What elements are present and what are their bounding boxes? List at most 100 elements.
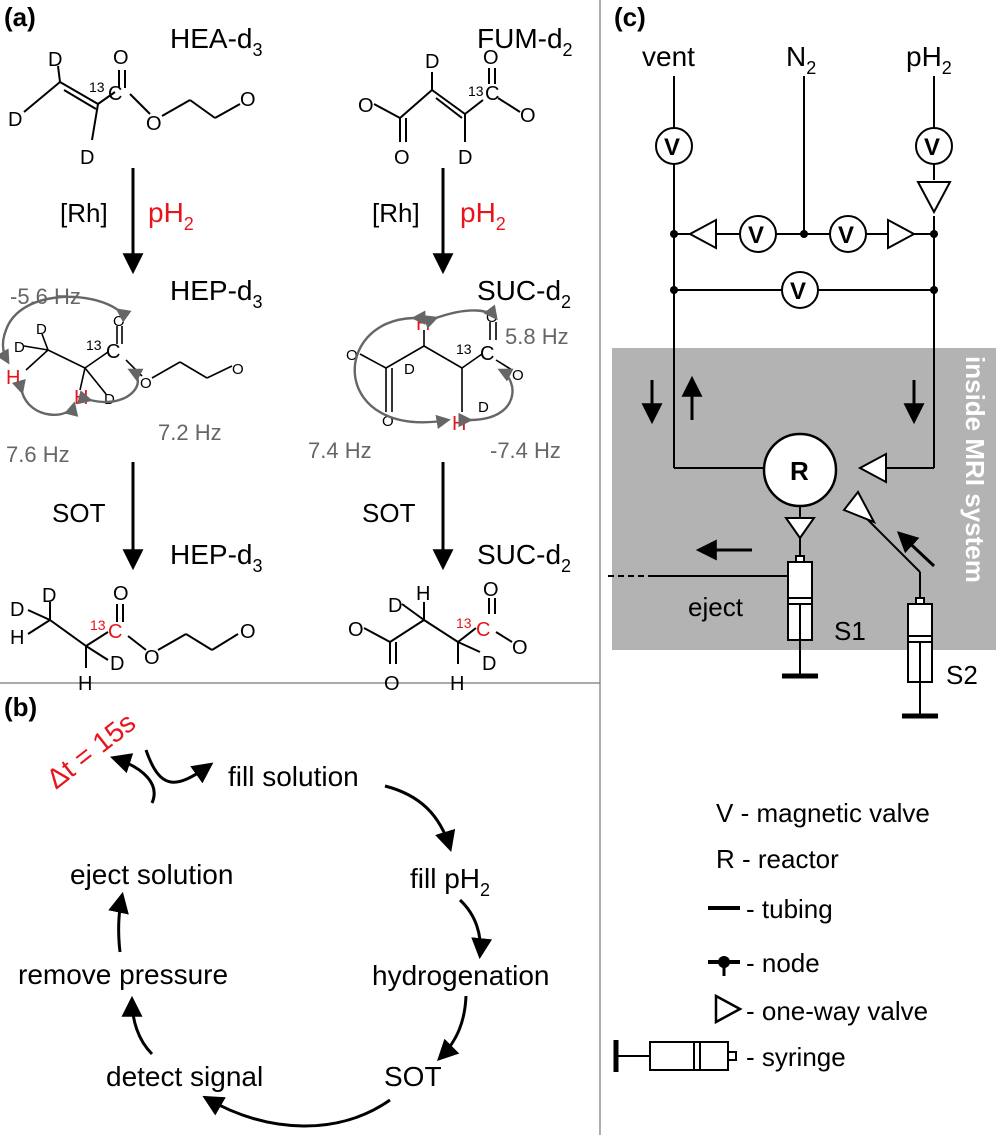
syringe-s1: [782, 555, 818, 679]
gas-vent-label: vent: [642, 41, 695, 72]
hep-intermediate-atoms: D D D H H 13 C O O O: [6, 313, 244, 409]
hea-label: HEA-d3: [170, 23, 262, 60]
svg-text:O: O: [483, 47, 499, 69]
svg-text:O: O: [384, 673, 400, 695]
mri-label: inside MRI system: [960, 356, 990, 583]
svg-text:O: O: [348, 619, 364, 641]
svg-text:D: D: [478, 399, 489, 416]
reagent-right: pH2: [460, 197, 506, 234]
gas-ph2-label: pH2: [906, 41, 952, 78]
legend: V - magnetic valve R - reactor - tubing …: [613, 798, 930, 1072]
svg-text:O: O: [113, 47, 129, 69]
svg-text:D: D: [36, 321, 47, 338]
suc-coupling-arrows: [353, 304, 514, 430]
cycle-arrows: [108, 749, 493, 1128]
svg-text:V: V: [790, 278, 806, 305]
suc-product-structure: [363, 598, 513, 664]
hep-coupling-arrows: [0, 295, 144, 417]
step-detect-signal: detect signal: [106, 1061, 263, 1092]
eject-label: eject: [688, 592, 744, 622]
hep-product-atoms: D D H D H 13 C O O O: [10, 583, 256, 695]
svg-text:O: O: [520, 105, 536, 127]
hep-coupling-3: 7.6 Hz: [6, 442, 70, 467]
svg-text:H: H: [10, 627, 24, 649]
svg-text:D: D: [48, 49, 62, 71]
panel-c-label: (c): [614, 2, 646, 32]
svg-text:13: 13: [86, 337, 102, 353]
suc-coupling-1: 5.8 Hz: [505, 324, 569, 349]
svg-text:H: H: [74, 387, 88, 409]
svg-text:D: D: [14, 339, 25, 356]
svg-text:O: O: [146, 113, 162, 135]
hep-coupling-2: 7.2 Hz: [158, 420, 222, 445]
svg-text:C: C: [480, 343, 494, 365]
hep-product-structure: [27, 602, 239, 668]
legend-reactor: R - reactor: [716, 844, 839, 874]
svg-text:O: O: [232, 361, 244, 378]
legend-syringe-icon: [613, 1040, 737, 1072]
one-way-valves: [687, 181, 952, 540]
magnetic-valves: V V V V V: [655, 127, 953, 309]
svg-text:D: D: [110, 653, 124, 675]
reagent-left: pH2: [148, 197, 194, 234]
hep-label-2: HEP-d3: [170, 539, 262, 576]
panel-c: (c) inside MRI system vent N2 pH2: [608, 2, 996, 1072]
tubing-nodes: [670, 230, 938, 294]
legend-one-way-valve: - one-way valve: [746, 996, 928, 1026]
step-fill-solution: fill solution: [228, 761, 359, 792]
svg-text:H: H: [78, 673, 92, 695]
svg-text:O: O: [358, 95, 374, 117]
fum-structure: [373, 68, 521, 142]
svg-text:D: D: [404, 361, 415, 378]
svg-text:13: 13: [456, 615, 472, 631]
svg-text:C: C: [485, 83, 499, 105]
step-remove-pressure: remove pressure: [18, 959, 228, 990]
gas-n2-label: N2: [786, 41, 816, 78]
panel-b: (b) Δt = 15s fill solution fill pH2 hydr…: [4, 692, 549, 1128]
svg-text:H: H: [450, 673, 464, 695]
svg-text:O: O: [382, 413, 394, 430]
svg-text:O: O: [394, 147, 410, 169]
svg-text:O: O: [240, 621, 256, 643]
svg-text:D: D: [482, 653, 496, 675]
s1-label: S1: [834, 616, 866, 646]
svg-text:V: V: [838, 222, 854, 249]
hea-structure: [23, 65, 241, 141]
fum-label: FUM-d2: [477, 23, 573, 60]
svg-text:D: D: [458, 147, 472, 169]
svg-text:D: D: [10, 599, 24, 621]
suc-coupling-3: -7.4 Hz: [490, 438, 561, 463]
flow-arrows: [641, 375, 936, 568]
svg-text:V: V: [924, 134, 940, 161]
svg-text:H: H: [416, 313, 430, 335]
svg-text:D: D: [425, 51, 439, 73]
svg-text:13: 13: [90, 617, 106, 633]
svg-text:D: D: [388, 595, 402, 617]
step-hydrogenation: hydrogenation: [372, 960, 549, 991]
svg-text:D: D: [42, 585, 56, 607]
svg-text:O: O: [144, 647, 160, 669]
step-eject-solution: eject solution: [70, 859, 233, 890]
svg-text:C: C: [476, 619, 490, 641]
fum-atoms: O O D D 13 C O O: [358, 47, 536, 169]
legend-node-icon: [708, 956, 740, 976]
catalyst-right: [Rh]: [372, 198, 420, 228]
svg-text:13: 13: [456, 341, 472, 357]
legend-node: - node: [746, 948, 820, 978]
svg-text:O: O: [483, 579, 499, 601]
svg-text:D: D: [104, 391, 115, 408]
hep-coupling-1: -5.6 Hz: [10, 284, 81, 309]
svg-text:C: C: [108, 83, 122, 105]
catalyst-left: [Rh]: [60, 198, 108, 228]
suc-label-2: SUC-d2: [477, 539, 571, 576]
reactor-label: R: [790, 456, 809, 486]
svg-text:O: O: [512, 367, 524, 384]
sot-left: SOT: [52, 498, 106, 528]
svg-text:O: O: [346, 347, 358, 364]
panel-a: (a) HEA-d3 FUM-d2 D D D 13 C O O: [0, 2, 573, 695]
sot-right: SOT: [362, 498, 416, 528]
suc-label-1: SUC-d2: [477, 275, 571, 312]
delay-label: Δt = 15s: [41, 707, 142, 795]
svg-text:C: C: [108, 621, 122, 643]
reaction-arrows: [122, 168, 454, 571]
